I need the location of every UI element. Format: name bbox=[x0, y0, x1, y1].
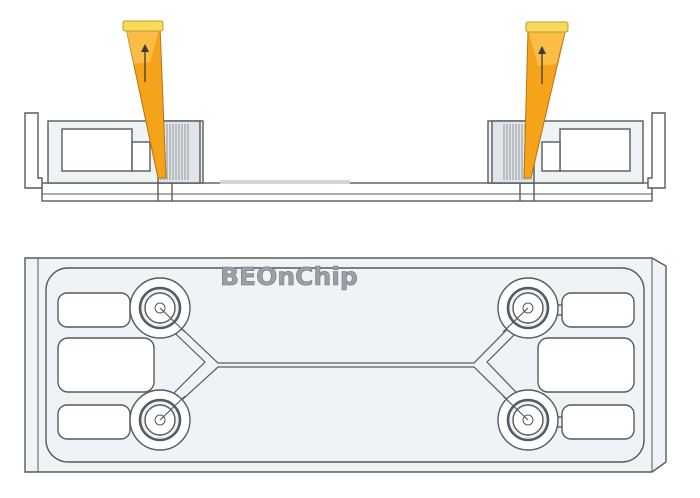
side-view bbox=[24, 112, 666, 202]
pipette-tip-left bbox=[122, 20, 167, 179]
up-arrow-icon bbox=[141, 44, 149, 82]
up-arrow-icon bbox=[538, 46, 546, 84]
side-left-wall bbox=[24, 112, 43, 189]
brand-logo: BEOnChip bbox=[220, 262, 358, 291]
side-right-reservoir bbox=[487, 120, 644, 201]
pipette-tip-collar bbox=[122, 20, 164, 32]
side-base-plate bbox=[41, 182, 653, 202]
top-view bbox=[24, 257, 667, 473]
pipette-tip-collar bbox=[525, 21, 569, 33]
top-chip-body bbox=[45, 267, 645, 463]
pipette-tip-right bbox=[523, 21, 569, 179]
side-right-wall bbox=[647, 112, 666, 189]
